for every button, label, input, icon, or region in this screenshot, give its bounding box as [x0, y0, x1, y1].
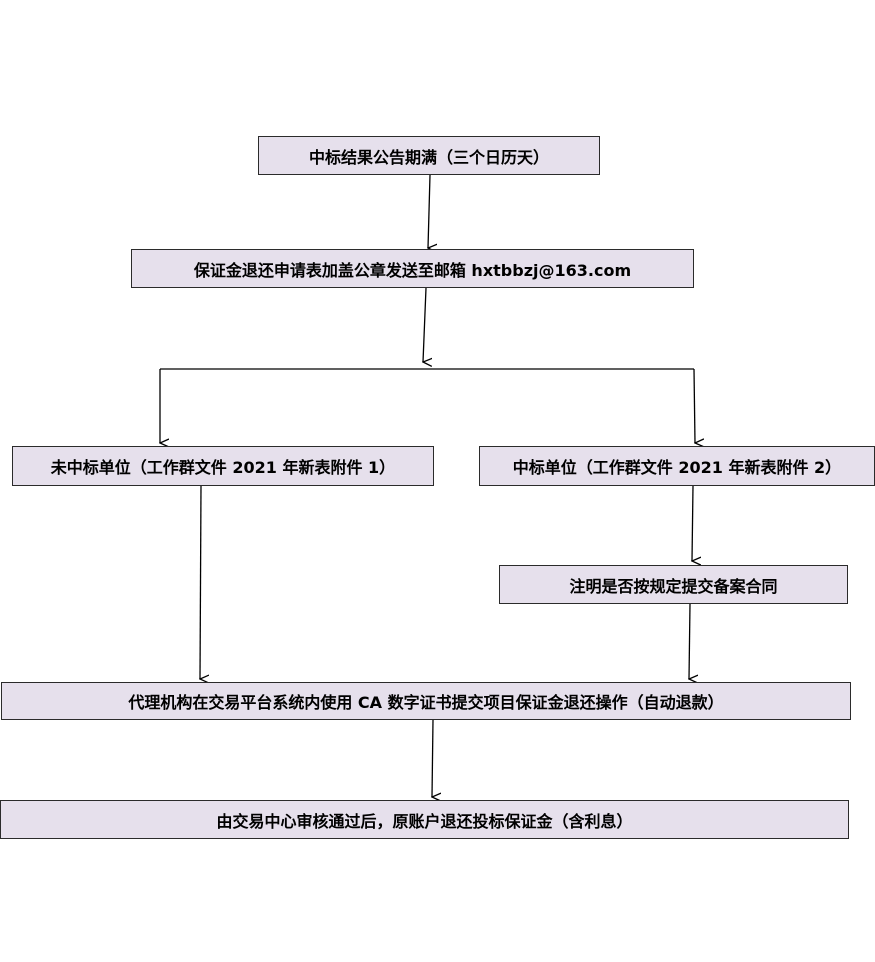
arrow-apply-to-split	[423, 287, 426, 362]
box-agency-operation: 代理机构在交易平台系统内使用 CA 数字证书提交项目保证金退还操作（自动退款）	[1, 682, 851, 720]
arrow-announcement-to-apply	[428, 174, 430, 248]
box-successful-bidder: 中标单位（工作群文件 2021 年新表附件 2）	[479, 446, 875, 486]
box-refund: 由交易中心审核通过后，原账户退还投标保证金（含利息）	[0, 800, 849, 839]
box-contract-note: 注明是否按规定提交备案合同	[499, 565, 848, 604]
arrow-operation-to-refund	[432, 719, 433, 797]
box-announcement-expiry: 中标结果公告期满（三个日历天）	[258, 136, 600, 175]
arrow-unsuccessful-to-operation	[200, 485, 201, 679]
arrow-successful-to-note	[692, 485, 693, 561]
box-unsuccessful-bidder: 未中标单位（工作群文件 2021 年新表附件 1）	[12, 446, 434, 486]
arrow-to-successful	[693, 368, 695, 443]
box-apply-by-email: 保证金退还申请表加盖公章发送至邮箱 hxtbbzj@163.com	[131, 249, 694, 288]
arrow-note-to-operation	[689, 603, 690, 679]
